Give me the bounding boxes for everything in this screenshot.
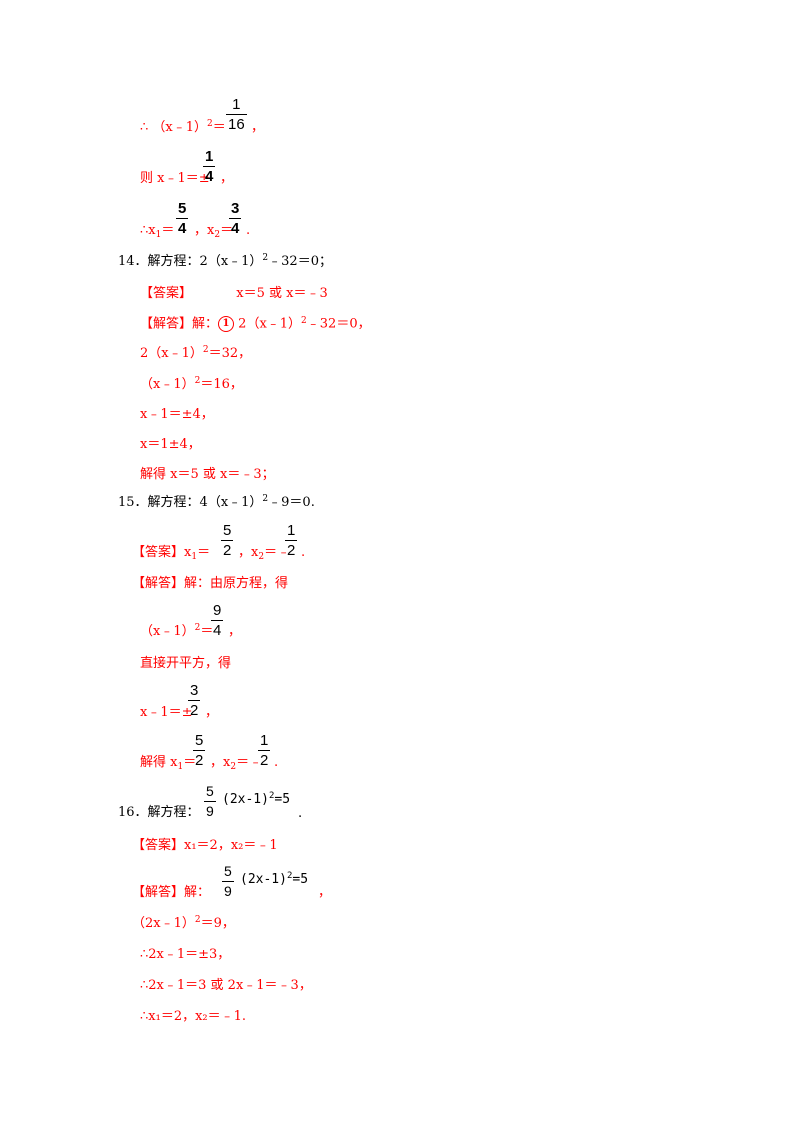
punct: . [298, 806, 303, 821]
answer-16: 【答案】x₁＝2，x₂＝﹣1 [132, 838, 278, 854]
punct: . [246, 223, 251, 238]
step-line: 解得 x1＝ [140, 755, 197, 772]
numerator: 5 [178, 200, 187, 217]
punct: ， [318, 885, 332, 900]
step-line: x﹣1＝± [140, 705, 193, 720]
step-line: x＝1±4， [140, 437, 201, 452]
answer-15: 【答案】x1＝ [132, 545, 211, 562]
answer-text: x₁＝2，x₂＝﹣1 [184, 838, 278, 853]
fraction-5-9: 5 9 [222, 863, 234, 899]
denominator: 4 [203, 166, 216, 185]
fraction-9-4: 9 4 [211, 602, 224, 639]
numerator: 1 [205, 148, 214, 165]
step-line: ∴2x﹣1＝±3， [140, 947, 231, 962]
step-line: 直接开平方，得 [140, 656, 232, 671]
then-line: 则 x﹣1＝± [140, 171, 210, 187]
punct: . [274, 755, 279, 770]
therefore-symbol: ∴ [140, 120, 149, 135]
punct: ， [251, 120, 265, 135]
fraction-1-4: 1 4 [203, 148, 216, 185]
punct: ， [205, 705, 219, 720]
fraction-1-2: 1 2 [258, 732, 271, 769]
therefore-line-1: ∴ （x﹣1）2＝ [140, 119, 226, 137]
fraction-5-4: 5 4 [176, 200, 189, 237]
answer-label: 【答案】 [132, 545, 185, 560]
fraction-5-2: 5 2 [221, 522, 234, 559]
x2-part: ，x2＝ [194, 223, 234, 240]
exponent: 2 [207, 119, 213, 129]
question-16: 16．解方程： [118, 805, 200, 820]
question-15: 15．解方程：4（x﹣1）2﹣9＝0. [118, 494, 315, 510]
fraction-5-9: 5 9 [204, 783, 216, 819]
x2-part: ，x2＝﹣ [238, 545, 291, 562]
question-14: 14．解方程：2（x﹣1）2﹣32＝0； [118, 253, 332, 269]
fraction-3-4: 3 4 [229, 200, 242, 237]
therefore-line-3: ∴x1＝ [140, 223, 175, 240]
numerator: 3 [231, 200, 240, 217]
answer-label: 【答案】 [140, 286, 193, 301]
step-line: x﹣1＝±4， [140, 407, 214, 422]
solution-14: 【解答】解：1 2（x﹣1）2﹣32＝0， [140, 315, 371, 332]
circled-number: 1 [218, 316, 235, 332]
numerator: 1 [232, 96, 241, 113]
expression: 则 x﹣1＝± [140, 171, 210, 186]
step-line: ∴x₁＝2，x₂＝﹣1. [140, 1009, 247, 1024]
fraction-3-2: 3 2 [188, 682, 201, 719]
equation-image-text: (2x-1)2=5 [222, 791, 291, 807]
expression: （x﹣1） [152, 120, 208, 135]
denominator: 4 [176, 218, 189, 237]
punct: . [301, 545, 306, 560]
equals: ＝ [212, 120, 226, 135]
step-line: （x﹣1）2＝16， [140, 376, 243, 392]
step-line: 2（x﹣1）2＝32， [140, 345, 252, 361]
fraction-1-2: 1 2 [285, 522, 298, 559]
x2-part: ，x2＝﹣ [210, 755, 263, 772]
step-line: ∴2x﹣1＝3 或 2x﹣1＝﹣3， [140, 978, 312, 993]
step-line: （2x﹣1）2＝9， [132, 915, 235, 931]
denominator: 16 [226, 114, 247, 133]
denominator: 4 [229, 218, 242, 237]
fraction-1-16: 1 16 [226, 96, 247, 133]
solution-label: 【解答】 [132, 885, 185, 900]
fraction-5-2: 5 2 [193, 732, 206, 769]
answer-label: 【答案】 [132, 838, 185, 853]
solution-16: 【解答】解： [132, 885, 211, 900]
solution-15: 【解答】解：由原方程，得 [132, 576, 289, 591]
step-line: 解得 x＝5 或 x＝﹣3； [140, 467, 275, 482]
punct: ， [220, 171, 234, 186]
step-line: （x﹣1）2＝ [140, 623, 214, 639]
answer-14: 【答案】 x＝5 或 x＝﹣3 [140, 286, 328, 302]
solution-label: 【解答】 [140, 316, 193, 332]
answer-text: x＝5 或 x＝﹣3 [236, 286, 328, 301]
solution-label: 【解答】 [132, 576, 185, 591]
punct: ， [228, 624, 242, 639]
equation-image-text: (2x-1)2=5 [240, 871, 309, 887]
